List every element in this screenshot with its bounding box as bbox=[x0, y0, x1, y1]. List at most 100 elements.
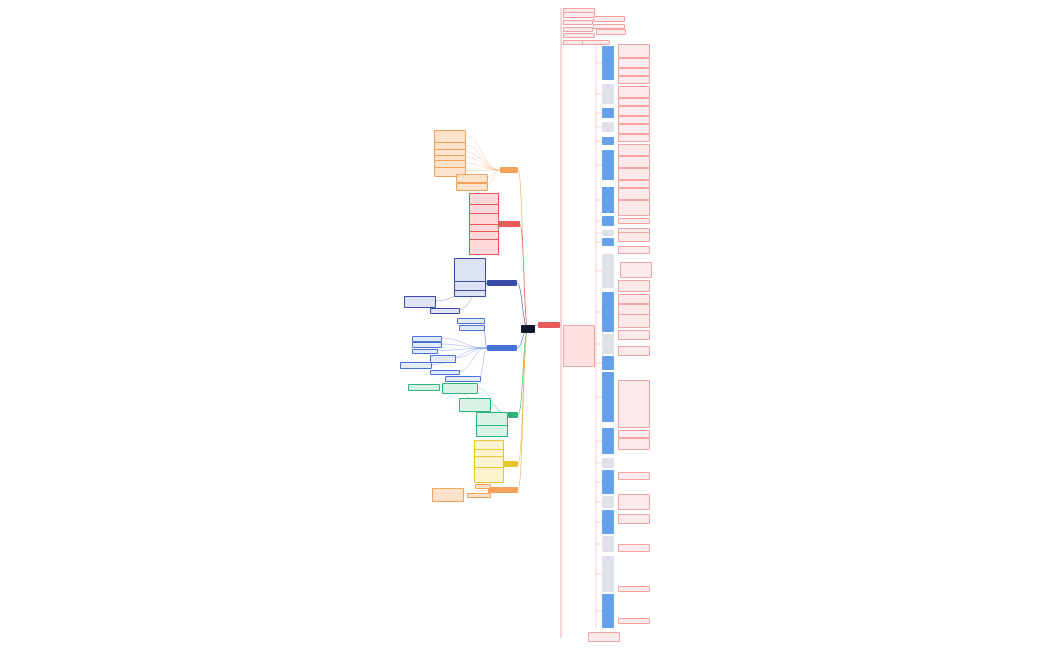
image-thumbnail[interactable] bbox=[602, 536, 614, 552]
leaf-node[interactable] bbox=[432, 488, 464, 502]
image-caption[interactable] bbox=[618, 514, 650, 524]
leaf-node[interactable] bbox=[430, 308, 460, 314]
image-thumbnail[interactable] bbox=[602, 254, 614, 288]
image-caption[interactable] bbox=[620, 262, 652, 278]
image-caption[interactable] bbox=[618, 246, 650, 254]
leaf-node[interactable] bbox=[454, 258, 486, 282]
right-note[interactable] bbox=[563, 40, 583, 45]
leaf-node[interactable] bbox=[408, 384, 440, 391]
image-thumbnail[interactable] bbox=[602, 187, 614, 213]
right-note[interactable] bbox=[563, 33, 595, 38]
image-thumbnail[interactable] bbox=[602, 556, 614, 592]
right-note[interactable] bbox=[563, 12, 595, 18]
image-caption[interactable] bbox=[618, 106, 650, 116]
image-thumbnail[interactable] bbox=[602, 238, 614, 246]
leaf-node[interactable] bbox=[476, 425, 508, 437]
leaf-node[interactable] bbox=[456, 174, 488, 183]
image-thumbnail[interactable] bbox=[602, 46, 614, 80]
image-caption[interactable] bbox=[618, 188, 650, 200]
image-caption[interactable] bbox=[618, 438, 650, 450]
leaf-node[interactable] bbox=[430, 370, 460, 375]
image-thumbnail[interactable] bbox=[602, 334, 614, 354]
leaf-node[interactable] bbox=[404, 296, 436, 308]
leaf-node[interactable] bbox=[412, 342, 442, 348]
image-caption[interactable] bbox=[618, 280, 650, 292]
leaf-node[interactable] bbox=[474, 467, 504, 483]
branch-b-blue[interactable] bbox=[487, 345, 517, 351]
image-caption[interactable] bbox=[618, 58, 650, 68]
image-thumbnail[interactable] bbox=[602, 122, 614, 132]
image-caption[interactable] bbox=[618, 232, 650, 242]
right-note[interactable] bbox=[563, 20, 593, 25]
leaf-node[interactable] bbox=[456, 183, 488, 191]
leaf-node[interactable] bbox=[412, 336, 442, 342]
image-thumbnail[interactable] bbox=[602, 470, 614, 494]
image-caption[interactable] bbox=[618, 44, 650, 58]
image-thumbnail[interactable] bbox=[602, 137, 614, 145]
branch-b-orange-bottom[interactable] bbox=[488, 487, 518, 493]
image-caption[interactable] bbox=[618, 618, 650, 624]
image-thumbnail[interactable] bbox=[602, 356, 614, 370]
image-caption[interactable] bbox=[618, 294, 650, 304]
image-caption[interactable] bbox=[618, 116, 650, 124]
root-node[interactable] bbox=[521, 325, 535, 333]
image-thumbnail[interactable] bbox=[602, 108, 614, 118]
leaf-node[interactable] bbox=[469, 239, 499, 255]
leaf-node[interactable] bbox=[467, 493, 491, 498]
right-main-text-block[interactable] bbox=[563, 325, 595, 367]
image-caption[interactable] bbox=[618, 380, 650, 428]
image-thumbnail[interactable] bbox=[602, 510, 614, 534]
image-caption[interactable] bbox=[618, 346, 650, 356]
image-thumbnail[interactable] bbox=[602, 428, 614, 454]
right-note[interactable] bbox=[593, 16, 625, 22]
leaf-node[interactable] bbox=[454, 290, 486, 297]
image-caption[interactable] bbox=[618, 544, 650, 552]
image-caption[interactable] bbox=[618, 330, 650, 340]
image-caption[interactable] bbox=[618, 134, 650, 142]
image-caption[interactable] bbox=[618, 586, 650, 592]
image-thumbnail[interactable] bbox=[602, 372, 614, 422]
image-caption[interactable] bbox=[618, 156, 650, 168]
image-caption[interactable] bbox=[618, 144, 650, 156]
image-caption[interactable] bbox=[618, 430, 650, 438]
leaf-node[interactable] bbox=[459, 398, 491, 412]
branch-b-yellow[interactable] bbox=[504, 461, 518, 467]
branch-b-red-right[interactable] bbox=[538, 322, 560, 328]
leaf-node[interactable] bbox=[457, 318, 485, 324]
right-note[interactable] bbox=[582, 40, 610, 45]
image-caption[interactable] bbox=[618, 218, 650, 224]
image-thumbnail[interactable] bbox=[602, 216, 614, 226]
image-caption[interactable] bbox=[618, 86, 650, 98]
image-caption[interactable] bbox=[618, 472, 650, 480]
image-caption[interactable] bbox=[618, 76, 650, 84]
image-thumbnail[interactable] bbox=[602, 150, 614, 180]
image-caption[interactable] bbox=[588, 632, 620, 642]
branch-b-navy[interactable] bbox=[487, 280, 517, 286]
right-note[interactable] bbox=[593, 24, 625, 29]
leaf-node[interactable] bbox=[475, 484, 491, 489]
image-thumbnail[interactable] bbox=[602, 292, 614, 332]
image-caption[interactable] bbox=[618, 98, 650, 106]
image-thumbnail[interactable] bbox=[602, 594, 614, 628]
leaf-node[interactable] bbox=[430, 355, 456, 363]
image-caption[interactable] bbox=[618, 168, 650, 180]
leaf-node[interactable] bbox=[412, 349, 438, 354]
leaf-node[interactable] bbox=[445, 376, 481, 382]
leaf-node[interactable] bbox=[434, 167, 466, 177]
leaf-node[interactable] bbox=[459, 325, 485, 331]
right-note[interactable] bbox=[563, 27, 593, 32]
image-caption[interactable] bbox=[618, 494, 650, 510]
image-caption[interactable] bbox=[618, 68, 650, 76]
leaf-node[interactable] bbox=[400, 362, 432, 369]
image-thumbnail[interactable] bbox=[602, 84, 614, 104]
branch-b-green[interactable] bbox=[508, 412, 518, 418]
image-thumbnail[interactable] bbox=[602, 458, 614, 468]
image-thumbnail[interactable] bbox=[602, 496, 614, 508]
image-caption[interactable] bbox=[618, 200, 650, 216]
image-thumbnail[interactable] bbox=[602, 230, 614, 236]
leaf-node[interactable] bbox=[442, 383, 478, 394]
branch-b-orange-top[interactable] bbox=[500, 167, 518, 173]
branch-b-red-left[interactable] bbox=[498, 221, 520, 227]
image-caption[interactable] bbox=[618, 180, 650, 188]
right-note[interactable] bbox=[596, 29, 626, 35]
